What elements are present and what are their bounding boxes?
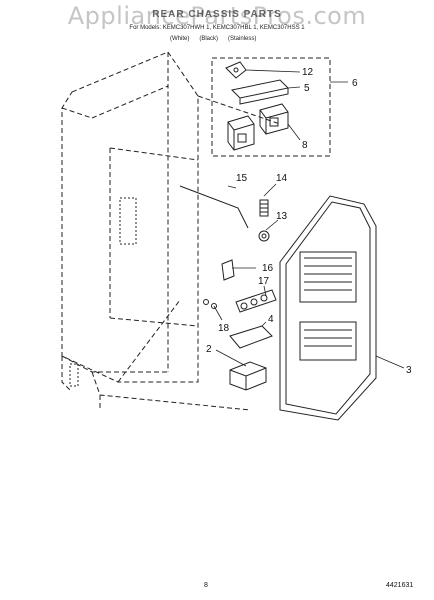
model-list: For Models: KEMC307HWH 1, KEMC307HBL 1, … bbox=[129, 25, 305, 31]
part-13-grommet bbox=[258, 230, 270, 242]
part-8-brackets bbox=[227, 103, 289, 151]
callout-14: 14 bbox=[276, 173, 288, 184]
color-stainless: (Stainless) bbox=[228, 36, 257, 42]
part-17-terminal-block bbox=[235, 289, 277, 313]
color-variants: (White) (Black) (Stainless) bbox=[170, 36, 290, 42]
part-16-bracket bbox=[221, 259, 235, 281]
callout-4: 4 bbox=[268, 314, 274, 325]
document-number: 4421631 bbox=[386, 582, 414, 589]
part-5-bracket bbox=[230, 79, 290, 105]
part-15-rod bbox=[179, 185, 249, 229]
callout-5: 5 bbox=[304, 83, 310, 94]
kit-box bbox=[211, 57, 331, 157]
cabinet-outline bbox=[61, 51, 281, 411]
watermark: AppliancePartsPros.com bbox=[67, 2, 367, 30]
callout-15: 15 bbox=[236, 173, 248, 184]
color-black: (Black) bbox=[199, 36, 219, 42]
part-18-screws bbox=[203, 299, 217, 309]
part-4-plate bbox=[229, 325, 273, 349]
callout-13: 13 bbox=[276, 211, 288, 222]
callout-17: 17 bbox=[258, 276, 270, 287]
part-2-bracket bbox=[229, 361, 267, 391]
callout-16: 16 bbox=[262, 263, 274, 274]
cabinet-slots bbox=[69, 197, 137, 387]
page-title: REAR CHASSIS PARTS bbox=[152, 9, 282, 20]
part-14-spring bbox=[259, 199, 269, 217]
color-white: (White) bbox=[170, 36, 190, 42]
callout-8: 8 bbox=[302, 140, 308, 151]
part-3-rear-panel bbox=[279, 195, 377, 421]
part-12-clip bbox=[225, 61, 247, 79]
callout-18: 18 bbox=[218, 323, 230, 334]
leader-lines bbox=[213, 69, 405, 369]
callout-3: 3 bbox=[406, 365, 412, 376]
callout-12: 12 bbox=[302, 67, 314, 78]
callout-6: 6 bbox=[352, 78, 358, 89]
callout-2: 2 bbox=[206, 344, 212, 355]
page-number: 8 bbox=[204, 582, 208, 589]
